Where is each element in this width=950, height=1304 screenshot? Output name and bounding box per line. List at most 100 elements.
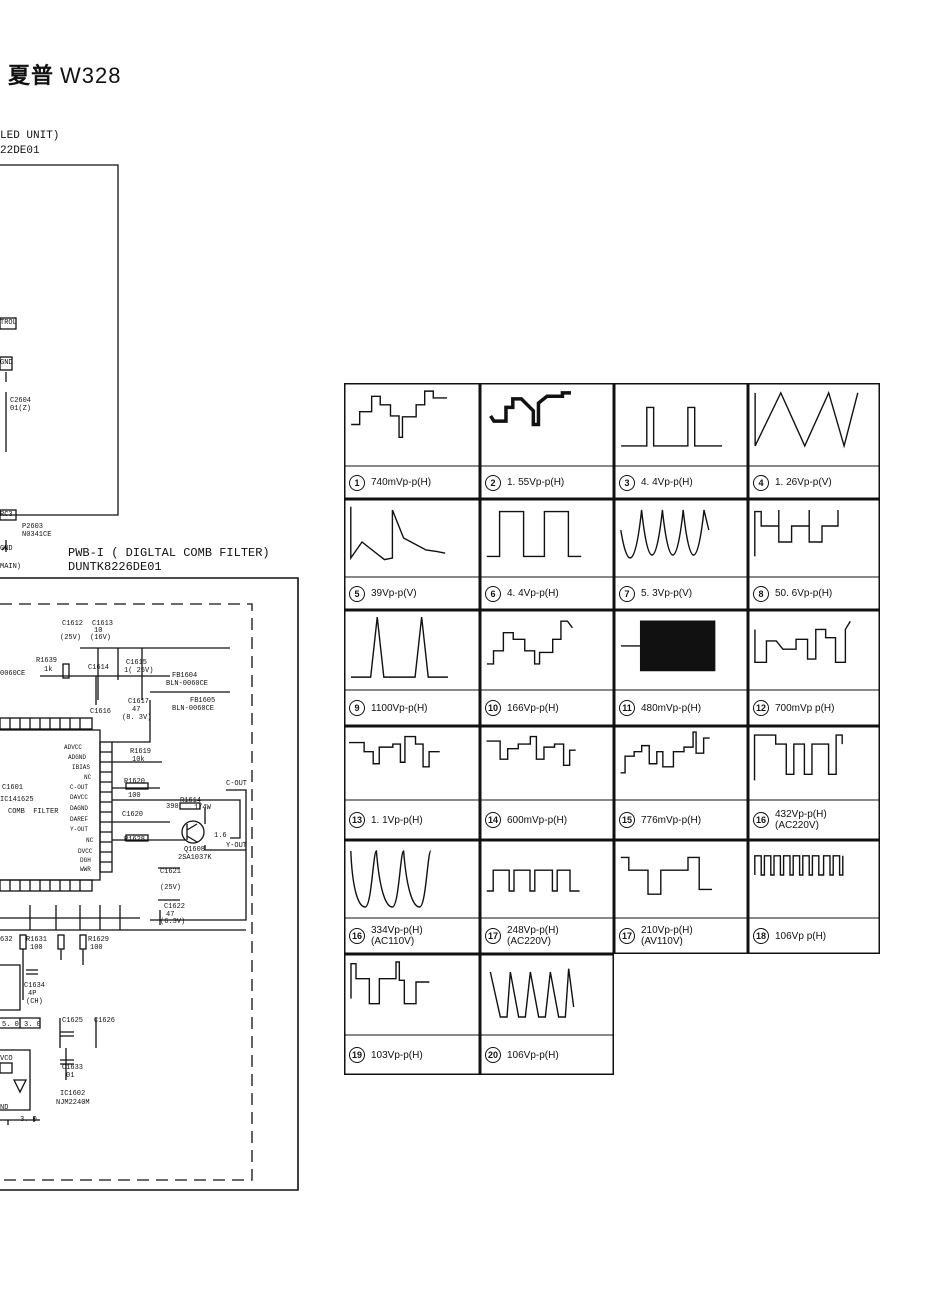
- waveform-trace: [748, 610, 880, 726]
- waveform-amplitude: 210Vp-p(H)(AV110V): [641, 925, 693, 947]
- label-cout: C-OUT: [70, 784, 89, 791]
- ic-top-pin-row: [0, 717, 93, 730]
- waveform-trace: [614, 383, 748, 499]
- test-point-number: 17: [619, 928, 635, 944]
- label-63v: (6.3V): [160, 918, 186, 926]
- label-c1612: C1612: [62, 620, 84, 628]
- label-c1615-value: 1( 25V): [124, 667, 154, 675]
- test-point-number: 1: [349, 474, 365, 491]
- cell-border: [344, 840, 480, 954]
- label-vco: VCO: [0, 1055, 13, 1063]
- cell-border: [614, 499, 748, 610]
- label-ibias: IBIAS: [72, 764, 91, 771]
- waveform-trace: [614, 610, 748, 726]
- waveform-trace: [480, 499, 614, 610]
- brand-text: 夏普: [8, 63, 55, 88]
- test-point-number: 10: [485, 700, 501, 716]
- waveform-amplitude: 1. 1Vp-p(H): [371, 815, 423, 826]
- cell-border: [344, 726, 480, 840]
- waveform-path: [754, 620, 851, 664]
- label-c1614: C1614: [88, 664, 110, 672]
- label-gnd2: GND: [0, 545, 13, 553]
- label-c1625: C1625: [62, 1017, 84, 1025]
- control-connector: [0, 317, 17, 330]
- top-board-outline: [0, 164, 119, 516]
- cell-border: [480, 610, 614, 726]
- waveform-amplitude: 1100Vp-p(H): [371, 703, 428, 714]
- label-1k: 1k: [44, 666, 53, 674]
- label-100b: 100: [30, 944, 43, 952]
- cell-border: [614, 383, 748, 499]
- test-point-number: 18: [753, 928, 769, 944]
- label-n0341: N0341CE: [22, 531, 52, 539]
- filter-board-part: DUNTK8226DE01: [68, 560, 162, 574]
- amplitude-text: 700mVp p(H): [775, 702, 835, 714]
- waveform-path: [489, 968, 575, 1018]
- waveform-path: [349, 735, 440, 768]
- amplitude-text: 432Vp-p(H): [775, 809, 827, 820]
- label-yout-right: Y-OUT: [226, 842, 248, 850]
- label-yout: Y-OUT: [70, 826, 89, 833]
- label-c1615: C1615: [126, 659, 148, 667]
- test-point-number: 16: [753, 812, 769, 828]
- label-c1613: C1613: [92, 620, 114, 628]
- label-r1639: R1639: [36, 657, 58, 665]
- label-r1619: R1619: [130, 748, 152, 756]
- schematic-diagram: [0, 164, 299, 1191]
- waveform-path: [754, 510, 839, 557]
- test-point-number: 3: [619, 474, 635, 491]
- label-ten: 10: [94, 627, 103, 635]
- label-trol: TROL: [0, 319, 17, 327]
- label-nc: NC: [84, 774, 92, 781]
- test-point-number: 15: [619, 812, 635, 828]
- label-c1622-value: 47: [166, 911, 175, 919]
- label-2sa1037k: 2SA1037K: [178, 854, 212, 862]
- waveform-amplitude: 248Vp-p(H)(AC220V): [507, 925, 559, 947]
- label-davcc: DAVCC: [70, 794, 89, 801]
- waveform-amplitude: 480mVp-p(H): [641, 703, 701, 714]
- amplitude-text: 39Vp-p(V): [371, 588, 417, 599]
- label-c1621: C1621: [160, 868, 182, 876]
- label-ic1625: IC141625: [0, 796, 34, 804]
- waveform-cell: 5 39Vp-p(V): [344, 499, 480, 610]
- waveform-cell: 16 432Vp-p(H)(AC220V): [748, 726, 880, 840]
- waveform-path: [754, 855, 844, 876]
- test-point-number: 8: [753, 585, 769, 602]
- waveform-path: [753, 734, 843, 781]
- supply-condition-text: (AC110V): [371, 936, 415, 947]
- amplitude-text: 210Vp-p(H): [641, 925, 693, 936]
- label-100c: 100: [90, 944, 103, 952]
- label-dagnd: DAGND: [70, 805, 89, 812]
- waveform-caption: 17 210Vp-p(H)(AV110V): [619, 919, 693, 953]
- label-r1628: R1628: [124, 836, 146, 844]
- cell-border: [748, 726, 880, 840]
- cell-border: [480, 726, 614, 840]
- amplitude-text: 776mVp-p(H): [641, 814, 702, 826]
- waveform-path: [350, 617, 448, 678]
- waveform-path: [486, 869, 580, 892]
- label-c1616: C1616: [90, 708, 112, 716]
- waveform-path: [350, 961, 430, 1005]
- waveform-path: [621, 406, 723, 447]
- waveform-amplitude: 432Vp-p(H)(AC220V): [775, 809, 827, 831]
- label-c1601: C1601: [2, 784, 24, 792]
- cell-border: [614, 840, 748, 954]
- top-board-label: LED UNIT): [0, 130, 60, 142]
- test-point-number: 5: [349, 585, 365, 602]
- label-100a: 100: [128, 792, 141, 800]
- amplitude-text: 50. 6Vp-p(H): [775, 588, 833, 599]
- rc3-connector: [0, 509, 17, 521]
- model-text: W328: [60, 63, 122, 88]
- cell-border: [480, 499, 614, 610]
- waveform-path: [620, 731, 710, 774]
- test-point-number: 17: [485, 928, 501, 944]
